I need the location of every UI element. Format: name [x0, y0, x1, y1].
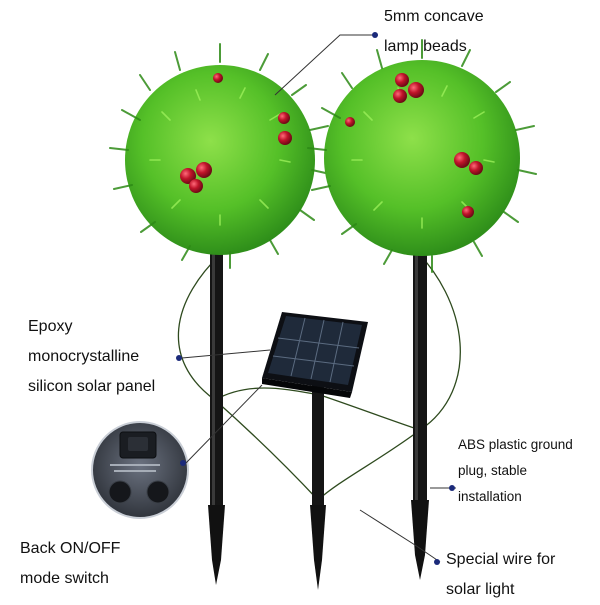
label-solar-panel-line3: silicon solar panel — [28, 378, 156, 395]
label-solar-panel-line1: Epoxy — [28, 318, 73, 335]
label-solar-panel: Epoxy monocrystalline silicon solar pane… — [28, 312, 155, 402]
label-solar-panel-line2: monocrystalline — [28, 348, 140, 365]
label-switch-line1: Back ON/OFF — [20, 540, 121, 557]
wire-dot — [434, 559, 440, 565]
left-pine-ball-light — [109, 43, 331, 269]
lamp-beads-dot — [372, 32, 378, 38]
label-lamp-beads-line2: lamp beads — [384, 38, 467, 55]
panel-dot — [176, 355, 182, 361]
label-lamp-beads: 5mm concave lamp beads — [384, 2, 484, 62]
left-berries — [180, 73, 292, 193]
label-ground-plug-line3: installation — [458, 489, 522, 504]
switch-closeup — [91, 421, 189, 519]
abs-dot — [449, 485, 455, 491]
label-switch: Back ON/OFF mode switch — [20, 534, 120, 594]
label-wire-line1: Special wire for — [446, 551, 556, 568]
right-pine-ball-light — [307, 39, 537, 273]
wire — [177, 244, 461, 501]
label-wire-line2: solar light — [446, 581, 515, 598]
left-ground-stake — [208, 240, 225, 585]
label-lamp-beads-line1: 5mm concave — [384, 8, 484, 25]
panel-ground-stake — [310, 380, 326, 590]
switch-dot — [180, 460, 186, 466]
label-ground-plug: ABS plastic ground plug, stable installa… — [458, 432, 573, 510]
right-berries — [345, 73, 483, 218]
right-ground-stake — [411, 230, 429, 580]
leader-lines — [181, 34, 456, 563]
label-ground-plug-line1: ABS plastic ground — [458, 437, 573, 452]
label-switch-line2: mode switch — [20, 570, 109, 587]
label-wire: Special wire for solar light — [446, 545, 555, 605]
label-ground-plug-line2: plug, stable — [458, 463, 528, 478]
solar-panel — [262, 312, 368, 398]
